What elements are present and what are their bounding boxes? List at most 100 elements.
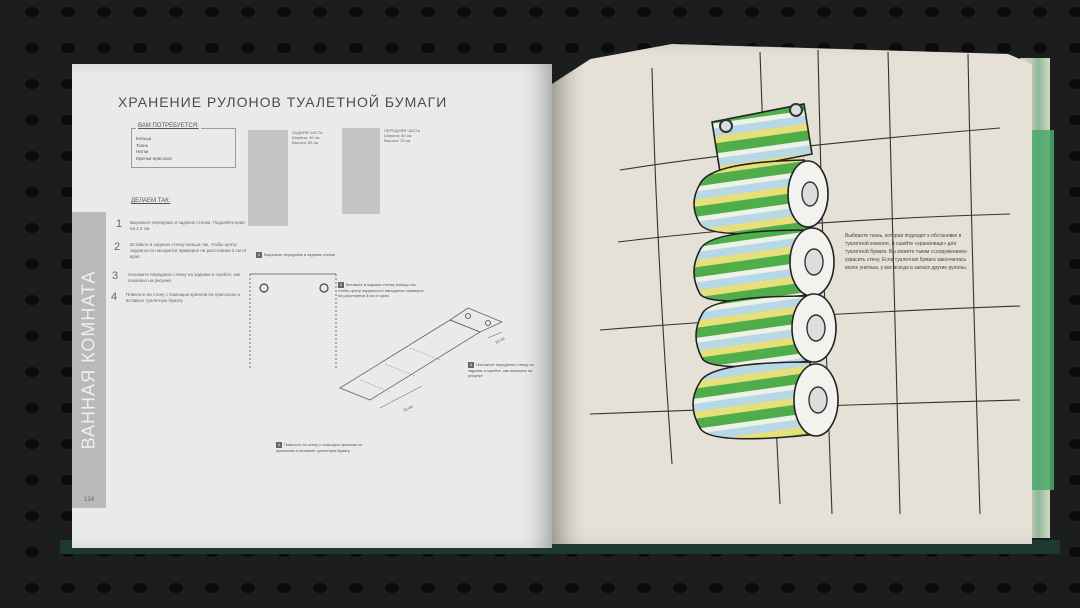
peg-hole — [61, 367, 75, 377]
peg-hole — [61, 295, 75, 305]
peg-hole — [961, 583, 975, 593]
peg-hole — [1069, 583, 1080, 593]
peg-hole — [997, 583, 1011, 593]
peg-hole — [277, 7, 291, 17]
peg-hole — [745, 583, 759, 593]
peg-hole — [61, 475, 75, 485]
peg-hole — [313, 583, 327, 593]
peg-hole — [1069, 475, 1080, 485]
peg-hole — [601, 7, 615, 17]
diagram-sewn-strip — [339, 307, 504, 409]
holder-ring-right — [789, 103, 803, 117]
peg-hole — [25, 7, 39, 17]
step-number: 1 — [116, 218, 123, 230]
peg-hole — [61, 583, 75, 593]
peg-hole — [349, 43, 363, 53]
peg-hole — [1069, 223, 1080, 233]
peg-hole — [1069, 367, 1080, 377]
left-page — [72, 64, 552, 548]
peg-hole — [1069, 151, 1080, 161]
peg-hole — [673, 583, 687, 593]
peg-hole — [61, 43, 75, 53]
materials-item: Кольца — [136, 136, 152, 141]
peg-hole — [205, 583, 219, 593]
peg-hole — [313, 7, 327, 17]
peg-hole — [781, 583, 795, 593]
book-page-stack-accent — [1032, 130, 1054, 490]
peg-hole — [889, 583, 903, 593]
peg-hole — [133, 7, 147, 17]
steps-heading: ДЕЛАЕМ ТАК: — [131, 198, 171, 204]
peg-hole — [25, 403, 39, 413]
right-page-description: Выберите ткань, которая подходит к обста… — [845, 233, 968, 271]
peg-hole — [25, 223, 39, 233]
peg-hole — [61, 223, 75, 233]
back-panel-swatch — [248, 130, 288, 226]
peg-hole — [421, 583, 435, 593]
step-number: 3 — [112, 270, 119, 282]
peg-hole — [1069, 115, 1080, 125]
peg-hole — [25, 475, 39, 485]
hanging-fabric-holder — [692, 103, 839, 440]
peg-hole — [61, 151, 75, 161]
peg-hole — [421, 7, 435, 17]
peg-hole — [133, 583, 147, 593]
peg-hole — [25, 295, 39, 305]
peg-hole — [25, 511, 39, 521]
peg-hole — [61, 439, 75, 449]
peg-hole — [205, 43, 219, 53]
peg-hole — [817, 7, 831, 17]
peg-hole — [25, 583, 39, 593]
peg-hole — [385, 7, 399, 17]
peg-hole — [637, 7, 651, 17]
peg-hole — [385, 583, 399, 593]
peg-hole — [709, 583, 723, 593]
peg-hole — [133, 43, 147, 53]
peg-hole — [25, 115, 39, 125]
materials-list: Кольца Ткань Нитки Крючки-присоски — [136, 136, 172, 162]
peg-hole — [1069, 79, 1080, 89]
peg-hole — [493, 43, 507, 53]
peg-hole — [313, 43, 327, 53]
back-panel-label: ЗАДНЯЯ ЧАСТЬ Ширина: 30 см Высота: 60 см — [292, 130, 323, 145]
peg-hole — [781, 7, 795, 17]
peg-hole — [25, 439, 39, 449]
peg-hole — [997, 43, 1011, 53]
peg-hole — [925, 583, 939, 593]
peg-hole — [529, 7, 543, 17]
peg-hole — [241, 43, 255, 53]
peg-hole — [169, 583, 183, 593]
peg-hole — [97, 43, 111, 53]
peg-hole — [25, 547, 39, 557]
peg-hole — [205, 7, 219, 17]
peg-hole — [1069, 547, 1080, 557]
materials-item: Нитки — [136, 149, 149, 154]
peg-hole — [709, 7, 723, 17]
peg-hole — [853, 583, 867, 593]
peg-hole — [25, 79, 39, 89]
peg-hole — [277, 583, 291, 593]
peg-hole — [25, 187, 39, 197]
materials-item: Ткань — [136, 142, 148, 148]
page-number: 124 — [84, 497, 95, 503]
peg-hole — [817, 583, 831, 593]
peg-hole — [25, 367, 39, 377]
peg-hole — [61, 511, 75, 521]
page-title: ХРАНЕНИЕ РУЛОНОВ ТУАЛЕТНОЙ БУМАГИ — [118, 94, 448, 110]
peg-hole — [493, 7, 507, 17]
peg-hole — [889, 43, 903, 53]
peg-hole — [421, 43, 435, 53]
peg-hole — [925, 43, 939, 53]
peg-hole — [1069, 187, 1080, 197]
peg-hole — [241, 7, 255, 17]
holder-ring-left — [719, 119, 733, 133]
peg-hole — [169, 7, 183, 17]
peg-hole — [853, 7, 867, 17]
toilet-roll-holder-illustration — [589, 49, 1021, 515]
ring-right — [319, 283, 329, 293]
diagram-back-panel — [249, 273, 337, 370]
peg-hole — [457, 7, 471, 17]
peg-hole — [889, 7, 903, 17]
